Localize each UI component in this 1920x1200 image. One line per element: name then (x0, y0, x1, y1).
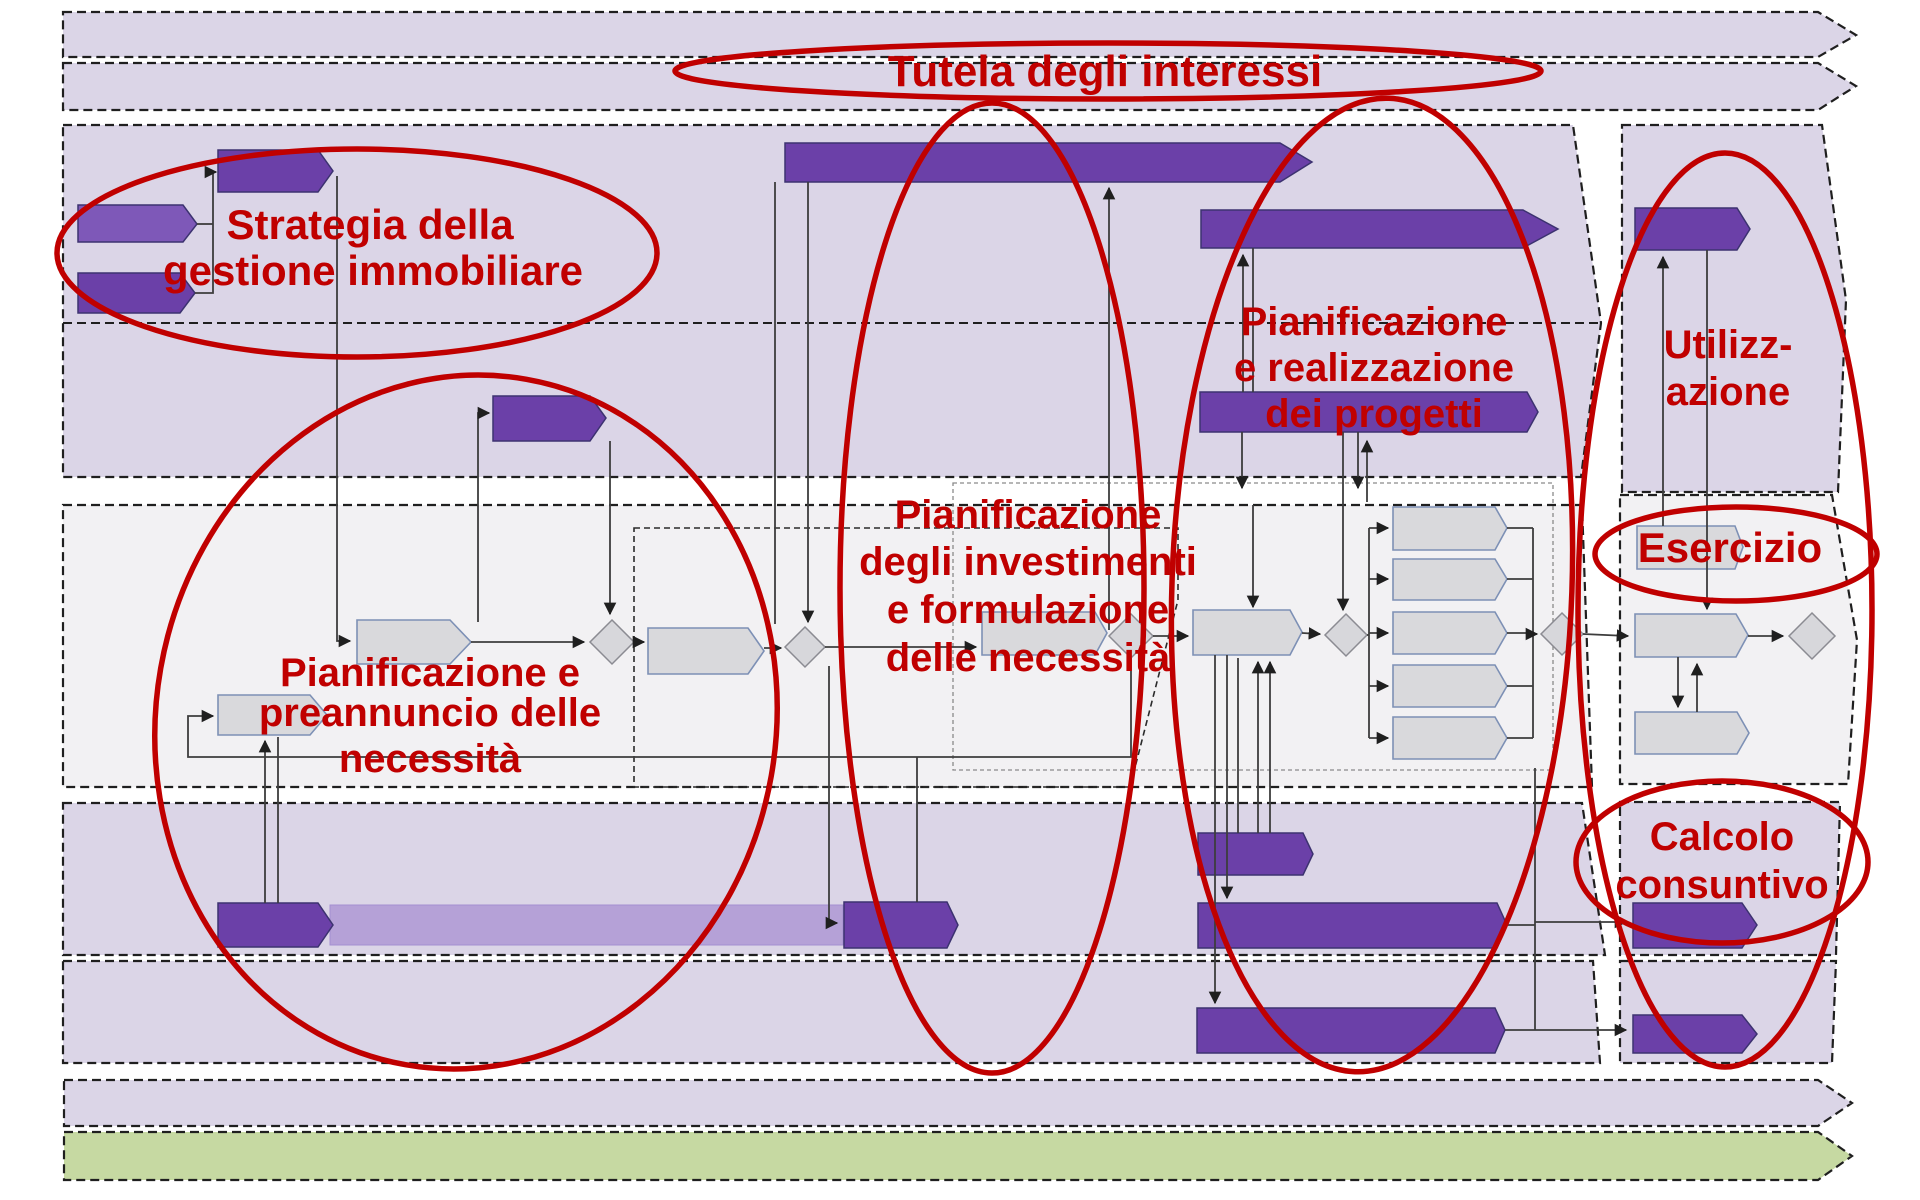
label-preannuncio-2: preannuncio delle (259, 691, 601, 735)
flow-shapes (217, 506, 1837, 760)
flow-mid-1 (647, 627, 765, 675)
ellipse-progetti (1168, 95, 1576, 1075)
ellipse-tutela (672, 40, 1544, 102)
bar-projects-1 (1200, 209, 1560, 249)
ellipse-calcolo (1573, 778, 1871, 946)
label-tutela: Tutela degli interessi (888, 47, 1322, 96)
lane-utilization (1620, 123, 1848, 494)
decision-1 (588, 618, 636, 666)
flow-stack-4 (1392, 664, 1508, 708)
swimlanes (61, 10, 1859, 1182)
highlight-ellipses (54, 40, 1880, 1076)
label-preannuncio-3: necessità (339, 737, 522, 781)
flow-left-2 (356, 619, 473, 665)
decision-2 (783, 625, 827, 669)
lane-planning-flow (61, 503, 1594, 789)
bar-preannounce (492, 395, 607, 442)
label-strategia-1: Strategia della (226, 201, 514, 248)
bar-bottomleft-start (217, 902, 334, 948)
flow-mid-2 (981, 611, 1108, 656)
bar-strategy-2 (77, 204, 198, 243)
label-strategia-2: gestione immobiliare (163, 247, 583, 294)
label-investimenti-2: degli investimenti (859, 540, 1197, 584)
flow-mid-3 (1192, 609, 1303, 656)
flow-stack-5 (1392, 716, 1508, 760)
flow-left-1 (217, 694, 329, 736)
flow-stack-3 (1392, 611, 1508, 655)
flow-stack-1 (1392, 506, 1508, 551)
bar-bottom-b (1197, 902, 1508, 949)
label-progetti-1: Pianificazione (1241, 300, 1508, 344)
bar-right-e (1632, 1014, 1758, 1054)
connectors (187, 165, 1785, 1037)
label-calcolo-1: Calcolo (1650, 815, 1794, 859)
label-investimenti-4: delle necessità (886, 636, 1171, 680)
inner-dashed-box-necessita (633, 527, 1179, 788)
label-progetti-3: dei progetti (1265, 392, 1483, 436)
lane-band-green (62, 1130, 1854, 1182)
ellipse-esercizio (1592, 504, 1880, 604)
label-calcolo-2: consuntivo (1615, 863, 1828, 907)
process-bars (77, 142, 1758, 1054)
flow-esercizio-top (1636, 525, 1744, 570)
ellipse-preannuncio (152, 372, 780, 1072)
decision-esercizio (1787, 611, 1837, 661)
ellipse-utilizzazione-esercizio (1575, 150, 1875, 1070)
bar-top-long (784, 142, 1314, 183)
bar-long-light (329, 904, 844, 946)
decision-4 (1323, 612, 1369, 658)
flow-stack-2 (1392, 558, 1508, 601)
label-utilizzazione-2: azione (1666, 370, 1790, 414)
label-esercizio: Esercizio (1638, 524, 1822, 571)
bar-bottomleft-end (843, 901, 959, 949)
flow-esercizio-mid (1634, 613, 1749, 658)
label-investimenti-3: e formulazione (887, 588, 1169, 632)
ellipse-strategia (54, 146, 660, 360)
lane-band-top-1 (61, 10, 1859, 59)
flow-esercizio-bottom (1634, 711, 1750, 755)
label-investimenti-1: Pianificazione (895, 493, 1162, 537)
bar-bottom-c (1196, 1007, 1506, 1054)
bar-strategy-3 (77, 272, 196, 314)
ellipse-investimenti (837, 100, 1147, 1076)
labels: Tutela degli interessi Strategia della g… (163, 47, 1829, 907)
lane-band-bottom (62, 1078, 1854, 1128)
bar-projects-2 (1199, 391, 1539, 433)
label-utilizzazione-1: Utilizz- (1664, 323, 1793, 367)
label-preannuncio-1: Pianificazione e (280, 651, 580, 695)
label-progetti-2: e realizzazione (1234, 346, 1514, 390)
